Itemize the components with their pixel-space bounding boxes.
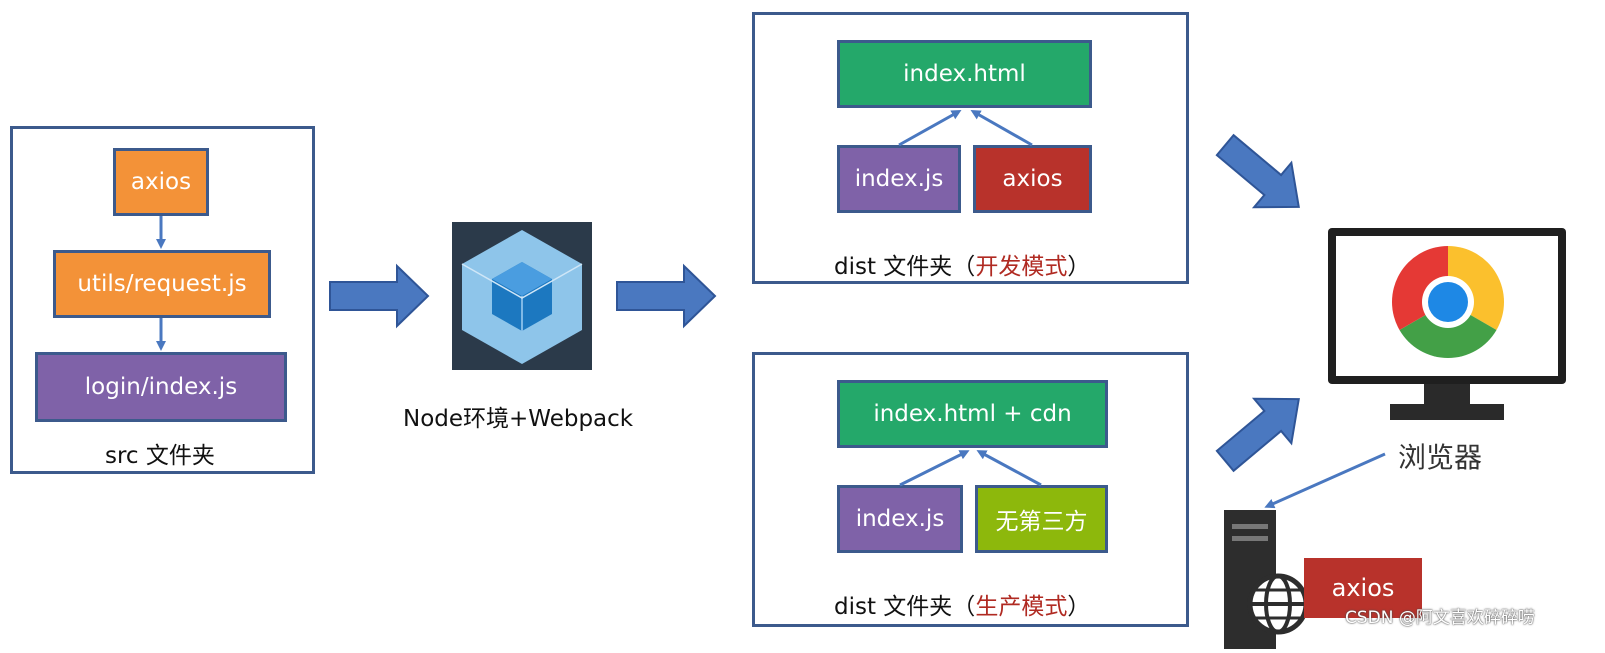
prod-caption-prefix: dist 文件夹（: [834, 594, 976, 620]
dev-caption-mode: 开发模式: [975, 254, 1068, 280]
prod-no-third-party-node: 无第三方: [975, 485, 1108, 553]
dev-index-js-node: index.js: [837, 145, 961, 213]
cdn-axios-node: axios: [1304, 558, 1422, 618]
prod-index-js-node: index.js: [837, 485, 963, 553]
src-axios-node: axios: [113, 148, 209, 216]
src-login-node: login/index.js: [35, 352, 287, 422]
prod-caption-mode: 生产模式: [975, 594, 1068, 620]
server-globe-icon: [1220, 506, 1320, 649]
src-request-node: utils/request.js: [53, 250, 271, 318]
dev-dist-caption: dist 文件夹（开发模式）: [834, 247, 1090, 281]
browser-label: 浏览器: [1398, 441, 1483, 474]
prod-caption-suffix: ）: [1067, 594, 1091, 620]
watermark-text: CSDN @阿文喜欢碎碎唠: [1345, 608, 1535, 628]
webpack-cube-icon: [452, 222, 592, 370]
chrome-browser-icon: [1326, 226, 1568, 422]
prod-index-html-node: index.html + cdn: [837, 380, 1108, 448]
dev-caption-prefix: dist 文件夹（: [834, 254, 976, 280]
dev-index-html-node: index.html: [837, 40, 1092, 108]
dev-caption-suffix: ）: [1067, 254, 1091, 280]
webpack-label: Node环境+Webpack: [403, 406, 634, 432]
src-folder-caption: src 文件夹: [105, 443, 215, 469]
dev-axios-node: axios: [973, 145, 1092, 213]
prod-dist-caption: dist 文件夹（生产模式）: [834, 587, 1090, 621]
